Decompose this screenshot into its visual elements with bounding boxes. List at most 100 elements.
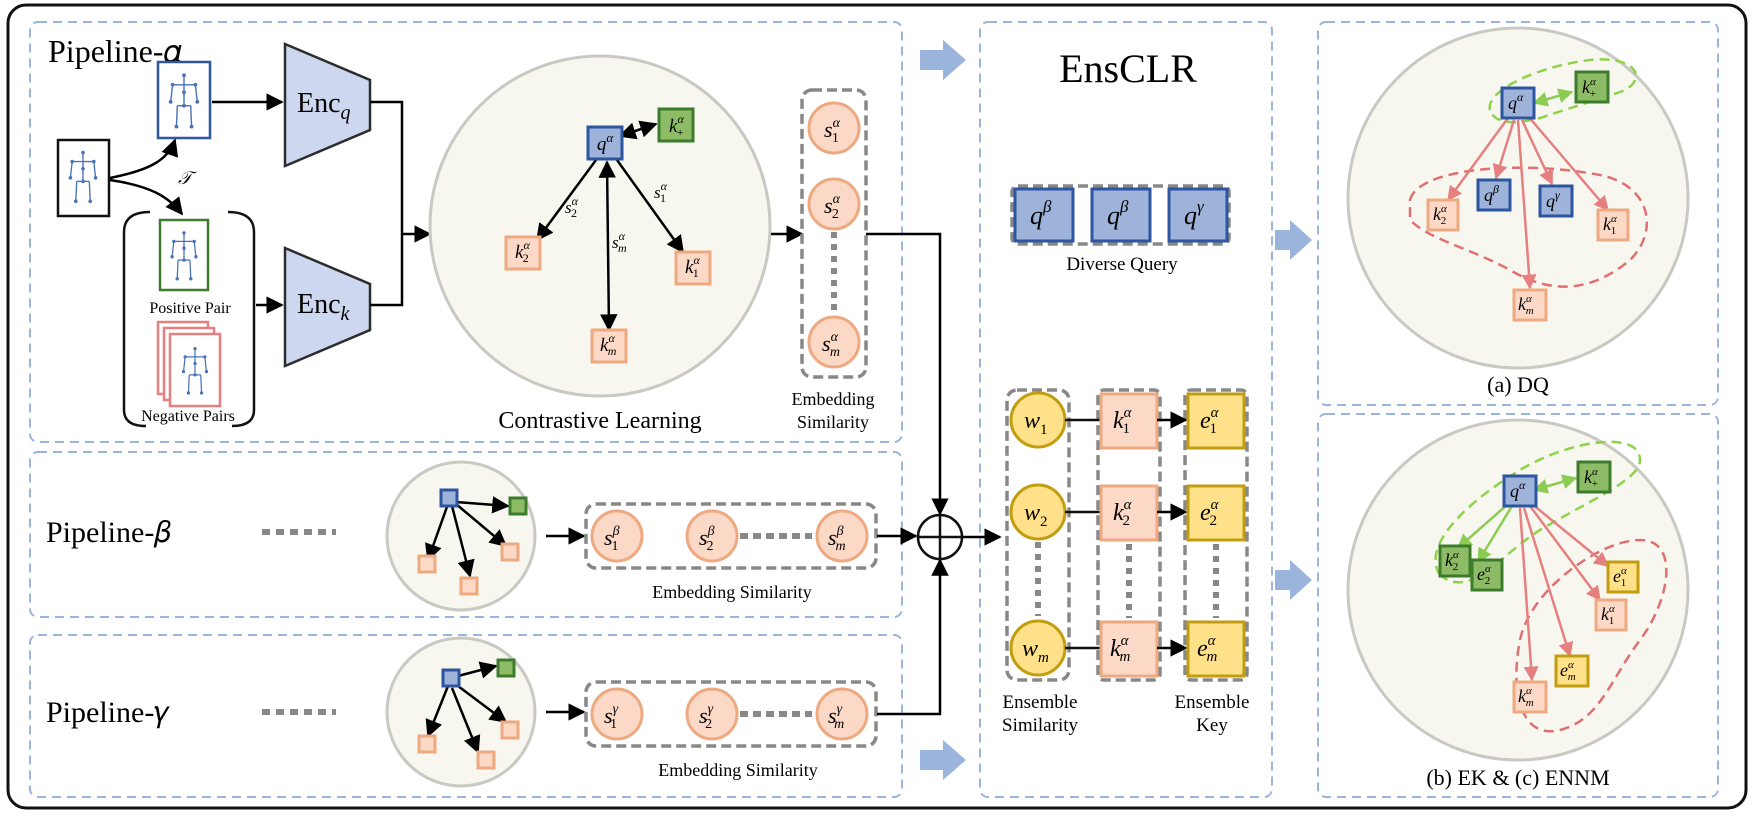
key-samples-bracket-right (227, 210, 256, 428)
dq-key-positive-label: kα+ (1582, 76, 1596, 100)
key-2-node (504, 235, 542, 271)
beta-similarity-caption: Embedding Similarity (652, 582, 812, 602)
ensemble-key-caption-2: Key (1196, 715, 1228, 736)
ek-query-node (1502, 474, 1538, 508)
query-alpha-label: qα (597, 130, 615, 155)
ek-ennm-panel (1317, 413, 1719, 798)
base-key-m-node (1099, 620, 1159, 678)
flow-arrow-to-ek (1275, 560, 1312, 600)
ek-key-positive-node (1576, 460, 1612, 494)
dq-edge-q-k2 (1446, 117, 1510, 202)
enc-q-output-line (370, 100, 404, 234)
diverse-query-gamma-label: qγ (1184, 197, 1205, 230)
gamma-sim-m-node (815, 687, 869, 741)
flow-arrow-top (920, 40, 966, 80)
transform-label: 𝒯 (178, 168, 197, 188)
beta-sim-m-node (815, 509, 869, 563)
ek-edge-q-em (1522, 507, 1574, 658)
dq-edge-q-qb (1492, 119, 1516, 180)
diverse-query-beta-1-label: qβ (1030, 197, 1052, 230)
pipeline-beta-title: Pipeline-𝛽 (46, 516, 171, 549)
dq-key-positive-node (1574, 70, 1610, 104)
ensemble-key-m-node (1186, 620, 1246, 678)
gamma-sim-2-node (685, 687, 739, 741)
key-samples-bracket (122, 210, 151, 428)
ek-negative-cluster (1515, 538, 1668, 733)
alpha-sim-2-node (807, 177, 861, 231)
alpha-similarity-group (800, 88, 868, 379)
beta-mini-graph (417, 488, 528, 596)
ensemble-weight-group (1005, 388, 1071, 682)
ek-edge-q-e2 (1476, 505, 1514, 564)
dq-query-beta-label: qβ (1484, 182, 1499, 205)
ek-key-1-node (1594, 598, 1628, 632)
dq-edge-q-km (1516, 119, 1537, 290)
alpha-sim-m-node (807, 315, 861, 369)
weight-m-label: wm (1022, 636, 1049, 666)
ek-query-label: qα (1510, 478, 1526, 501)
dq-query-label: qα (1508, 90, 1524, 113)
edge-q-km (598, 160, 618, 332)
ek-ensemble-1-node (1606, 560, 1640, 594)
query-alpha-node (586, 125, 624, 161)
ek-ennm-circle (1346, 418, 1690, 762)
dq-key-m-node (1512, 288, 1548, 322)
ek-edge-q-k2 (1456, 503, 1509, 549)
gamma-similarity-group (584, 680, 878, 748)
diverse-query-beta-1 (1013, 187, 1075, 243)
gamma-to-sum-line (877, 558, 949, 716)
alpha-to-sum-line (866, 232, 949, 516)
pipeline-gamma-panel (29, 634, 903, 798)
transform-arrow-down (109, 178, 184, 216)
beta-similarity-group (584, 502, 878, 570)
key-1-node (674, 250, 712, 286)
ek-edge-q-e1 (1531, 503, 1610, 567)
beta-sim-1-node (590, 509, 644, 563)
pipeline-beta-panel (29, 451, 903, 618)
ensemble-key-1-node (1186, 392, 1246, 450)
ek-edge-q-km (1518, 507, 1539, 682)
dq-edge-q-kpos (1532, 88, 1574, 107)
transform-arrow-up (109, 138, 179, 180)
beta-sim-2-node (685, 509, 739, 563)
ensemble-key-base-group (1096, 388, 1162, 682)
dq-query-gamma-node (1538, 184, 1574, 218)
ek-key-positive-label: kα+ (1584, 466, 1598, 490)
encoder-k (283, 246, 372, 368)
flow-arrow-to-dq (1275, 220, 1312, 260)
flow-arrow-bottom (920, 740, 966, 780)
ek-positive-cluster (1434, 440, 1642, 584)
ek-ennm-caption: (b) EK & (c) ENNM (1426, 765, 1609, 790)
ek-ensemble-2-node (1470, 558, 1504, 592)
diverse-query-gamma (1167, 187, 1229, 243)
alpha-sim-1-node (807, 101, 861, 155)
weight-1-label: w1 (1024, 408, 1048, 438)
gamma-sim-1-node (590, 687, 644, 741)
dq-caption: (a) DQ (1487, 372, 1549, 397)
key-m-node (590, 328, 628, 364)
dq-edge-q-k1 (1527, 115, 1609, 212)
ek-ensemble-m-node (1554, 654, 1590, 688)
edge-q-k2 (535, 159, 598, 242)
positive-pair-label: Positive Pair (149, 300, 231, 317)
key-positive-node (657, 107, 695, 143)
ensclr-panel (979, 21, 1273, 798)
